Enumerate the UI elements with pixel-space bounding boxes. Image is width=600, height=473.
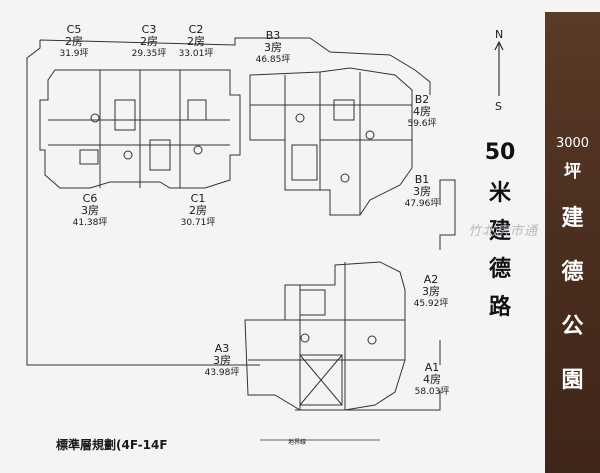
park-name-4: 園 [561, 368, 584, 393]
park-area-unit: 坪 [564, 162, 581, 182]
site-boundary [26, 37, 456, 411]
road-char-1: 米 [488, 181, 511, 206]
building-a [244, 261, 406, 411]
road-char-2: 建 [488, 219, 511, 244]
road-char-4: 路 [488, 295, 511, 320]
park-name-3: 公 [561, 314, 584, 339]
road-label: 50 米 建 德 路 [472, 140, 528, 327]
building-c [39, 69, 241, 189]
park-name-2: 德 [561, 260, 584, 285]
park-name-1: 建 [561, 206, 584, 231]
plan-caption: 標準層規劃(4F-14F [56, 438, 168, 452]
park-area: 3000 [555, 136, 590, 151]
compass-south-label: S [495, 100, 502, 113]
watermark: 竹北房市通 [468, 224, 539, 239]
compass-north-label: N [495, 28, 504, 41]
road-char-3: 德 [488, 257, 511, 282]
building-b [249, 67, 413, 216]
bottom-road-note: 地界線 [288, 439, 307, 446]
road-width: 50 [484, 140, 516, 165]
park-panel: 3000 坪 建 德 公 園 [545, 12, 600, 473]
